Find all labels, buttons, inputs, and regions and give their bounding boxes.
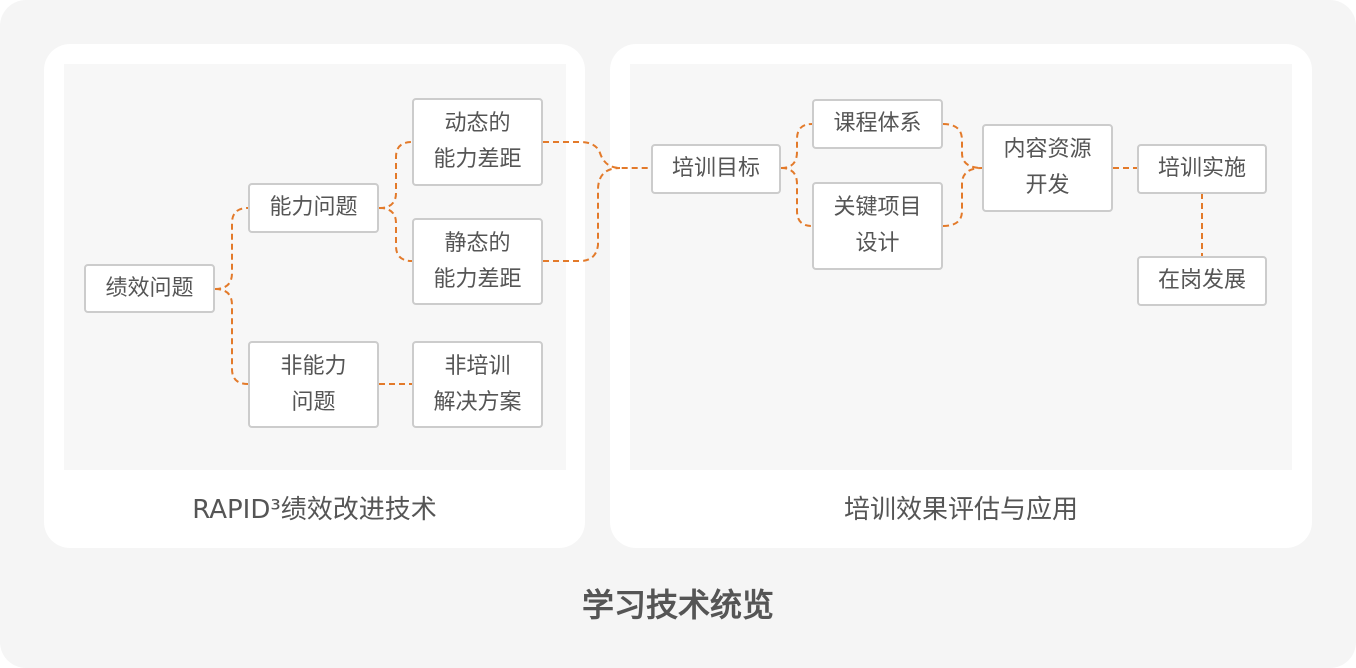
- link-dynamic-to-goal: [543, 141, 651, 169]
- node-non-ability-issue: 非能力 问题: [248, 341, 379, 428]
- node-training-goal: 培训目标: [651, 144, 781, 194]
- node-performance-issue: 绩效问题: [84, 264, 215, 313]
- left-panel-caption: RAPID³绩效改进技术: [192, 495, 437, 525]
- link-ability-to-static: [378, 207, 413, 262]
- right-panel-caption: 培训效果评估与应用: [843, 495, 1078, 525]
- node-ability-issue: 能力问题: [248, 183, 379, 233]
- node-static-ability-gap: 静态的 能力差距: [412, 218, 543, 305]
- node-non-training-solution: 非培训 解决方案: [412, 341, 543, 428]
- node-dynamic-ability-gap: 动态的 能力差距: [412, 98, 543, 186]
- link-ability-to-dynamic: [378, 141, 413, 209]
- link-goal-to-curriculum: [780, 123, 813, 169]
- link-static-to-goal: [543, 167, 621, 262]
- link-performance-to-non-ability: [214, 288, 249, 385]
- link-goal-to-key-project: [780, 167, 813, 227]
- link-performance-to-ability: [214, 207, 249, 290]
- node-training-implementation: 培训实施: [1137, 144, 1267, 194]
- node-curriculum-system: 课程体系: [812, 99, 943, 149]
- node-on-job-development: 在岗发展: [1137, 256, 1267, 306]
- link-key-project-to-content: [942, 167, 983, 227]
- node-key-project-design: 关键项目 设计: [812, 182, 943, 270]
- node-content-resource-development: 内容资源 开发: [982, 124, 1113, 212]
- link-curriculum-to-content: [942, 123, 983, 169]
- diagram-title: 学习技术统览: [581, 586, 774, 624]
